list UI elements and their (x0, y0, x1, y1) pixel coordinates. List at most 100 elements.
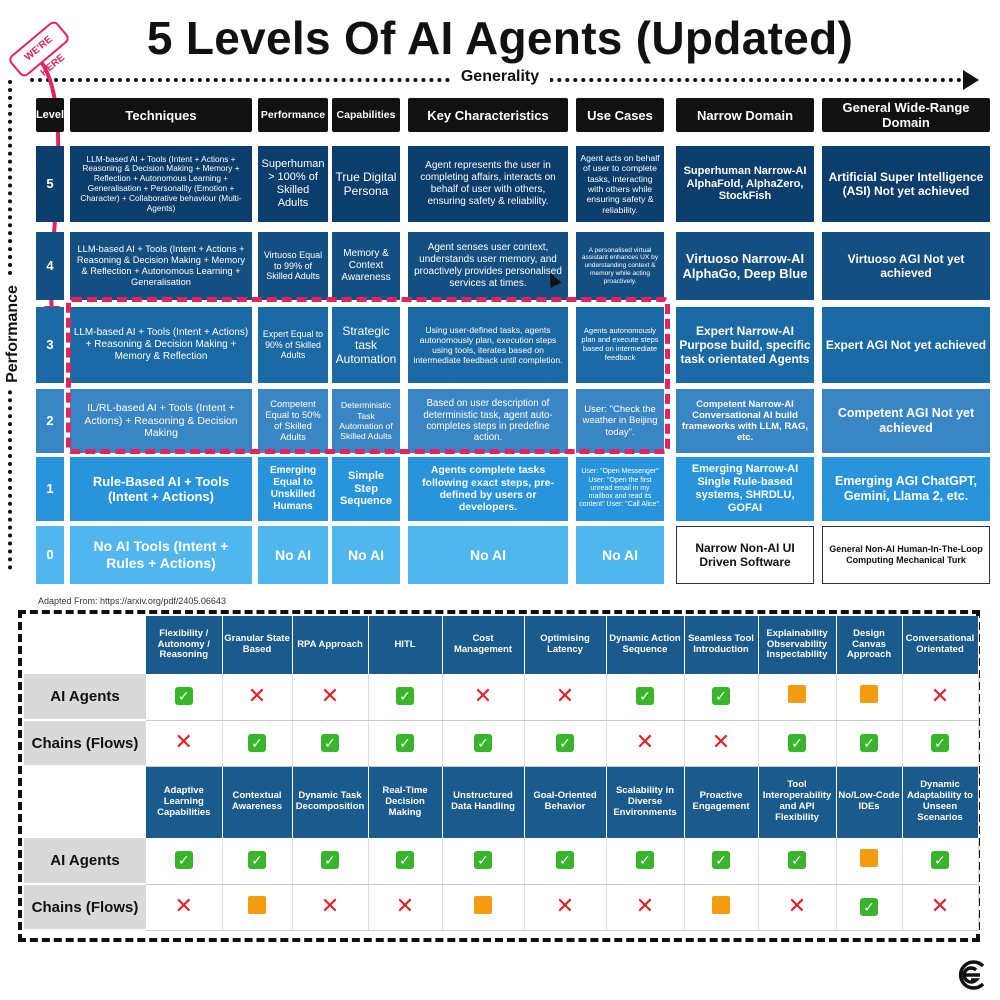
table-row: Chains (Flows)✕✓✓✓✓✓✕✕✓✓✓ (24, 720, 979, 767)
mark-cell: ✓ (368, 720, 443, 767)
level-1-level: 1 (36, 457, 64, 521)
level-4-level: 4 (36, 232, 64, 300)
check-icon: ✓ (396, 687, 414, 706)
mark-cell: ✓ (606, 838, 685, 885)
mark-cell: ✕ (606, 720, 685, 767)
level-2-level: 2 (36, 389, 64, 453)
check-icon: ✓ (931, 733, 949, 752)
mark-cell: ✓ (222, 720, 293, 767)
cross-icon: ✕ (930, 893, 950, 918)
mark-cell: ✓ (368, 674, 443, 721)
brand-logo-icon (958, 960, 985, 990)
table-row: Chains (Flows)✕✕✕✕✕✕✓✕ (24, 884, 979, 931)
mark-cell: ✓ (442, 838, 525, 885)
check-icon: ✓ (712, 687, 730, 706)
cross-icon: ✕ (635, 729, 655, 754)
mark-cell: ✓ (902, 720, 979, 767)
level-0-general: General Non-AI Human-In-The-Loop Computi… (822, 526, 990, 584)
page-title: 5 Levels Of AI Agents (Updated) (146, 12, 854, 64)
cross-icon: ✕ (473, 682, 493, 708)
mark-cell: ✕ (368, 884, 443, 931)
level-2-performance: Competent Equal to 50% of Skilled Adults (258, 389, 328, 453)
generality-label: Generality (450, 68, 550, 86)
level-4-characteristics: Agent senses user context, understands u… (408, 232, 568, 300)
mark-cell: ✕ (292, 674, 369, 721)
level-0-use-cases: No AI (576, 526, 664, 584)
check-icon: ✓ (860, 897, 878, 916)
header-key-characteristics: Key Characteristics (408, 98, 568, 132)
corner-cell (24, 616, 146, 674)
feature-header: Optimising Latency (524, 616, 607, 674)
check-icon: ✓ (788, 733, 806, 752)
level-1-performance: Emerging Equal to Unskilled Humans (258, 457, 328, 521)
partial-square-icon (248, 895, 266, 914)
mark-cell: ✕ (758, 884, 837, 931)
level-4-use-cases: A personalised virtual assistant enhance… (576, 232, 664, 300)
check-icon: ✓ (396, 851, 414, 870)
partial-square-icon (788, 685, 806, 704)
mark-cell: ✓ (524, 720, 607, 767)
feature-header: Explainability Observability Inspectabil… (758, 616, 837, 674)
feature-header: Cost Management (442, 616, 525, 674)
level-1-techniques: Rule-Based AI + Tools (Intent + Actions) (70, 457, 252, 521)
mark-cell: ✓ (684, 838, 759, 885)
check-icon: ✓ (636, 687, 654, 706)
header-use-cases: Use Cases (576, 98, 664, 132)
cross-icon: ✕ (555, 682, 575, 708)
level-5-use-cases: Agent acts on behalf of user to complete… (576, 146, 664, 222)
check-icon: ✓ (321, 851, 339, 870)
level-0-level: 0 (36, 526, 64, 584)
level-5-narrow: Superhuman Narrow-AI AlphaFold, AlphaZer… (676, 146, 814, 222)
level-5-capabilities: True Digital Persona (332, 146, 400, 222)
check-icon: ✓ (396, 733, 414, 752)
mark-cell: ✕ (902, 884, 979, 931)
level-5-techniques: LLM-based AI + Tools (Intent + Actions +… (70, 146, 252, 222)
level-2-characteristics: Based on user description of determinist… (408, 389, 568, 453)
mark-cell: ✓ (442, 720, 525, 767)
partial-square-icon (860, 849, 878, 868)
check-icon: ✓ (712, 851, 730, 870)
mark-cell: ✓ (758, 838, 837, 885)
feature-header: Dynamic Action Sequence (606, 616, 685, 674)
level-3-characteristics: Using user-defined tasks, agents autonom… (408, 307, 568, 383)
mark-cell (684, 884, 759, 931)
cross-icon: ✕ (635, 893, 655, 918)
level-2-techniques: IL/RL-based AI + Tools (Intent + Actions… (70, 389, 252, 453)
mark-cell: ✕ (684, 720, 759, 767)
mark-cell: ✕ (146, 720, 223, 767)
check-icon: ✓ (556, 851, 574, 870)
level-1-use-cases: User: "Open Messenger" User: "Open the f… (576, 457, 664, 521)
mark-cell (836, 838, 903, 885)
level-0-characteristics: No AI (408, 526, 568, 584)
level-5-performance: Superhuman > 100% of Skilled Adults (258, 146, 328, 222)
level-3-techniques: LLM-based AI + Tools (Intent + Actions) … (70, 307, 252, 383)
level-3-performance: Expert Equal to 90% of Skilled Adults (258, 307, 328, 383)
mark-cell: ✕ (524, 884, 607, 931)
mark-cell (758, 674, 837, 721)
check-icon: ✓ (931, 851, 949, 870)
mark-cell (442, 884, 525, 931)
level-3-general: Expert AGI Not yet achieved (822, 307, 990, 383)
mark-cell: ✓ (292, 720, 369, 767)
check-icon: ✓ (636, 851, 654, 870)
mark-cell: ✕ (442, 674, 525, 721)
current-level-highlight (66, 297, 670, 454)
mark-cell: ✓ (758, 720, 837, 767)
feature-header: No/Low-Code IDEs (836, 766, 903, 838)
cross-icon: ✕ (555, 893, 575, 918)
mark-cell: ✕ (606, 884, 685, 931)
cross-icon: ✕ (247, 682, 267, 708)
check-icon: ✓ (474, 851, 492, 870)
check-icon: ✓ (474, 733, 492, 752)
feature-header: Dynamic Task Decomposition (292, 766, 369, 838)
cross-icon: ✕ (787, 893, 807, 918)
partial-square-icon (712, 895, 730, 914)
mark-cell: ✓ (146, 674, 223, 721)
mark-cell: ✕ (902, 674, 979, 721)
level-5-level: 5 (36, 146, 64, 222)
header-capabilities: Capabilities (332, 98, 400, 132)
feature-header: Conversational Orientated (902, 616, 979, 674)
feature-header: Goal-Oriented Behavior (524, 766, 607, 838)
check-icon: ✓ (788, 851, 806, 870)
